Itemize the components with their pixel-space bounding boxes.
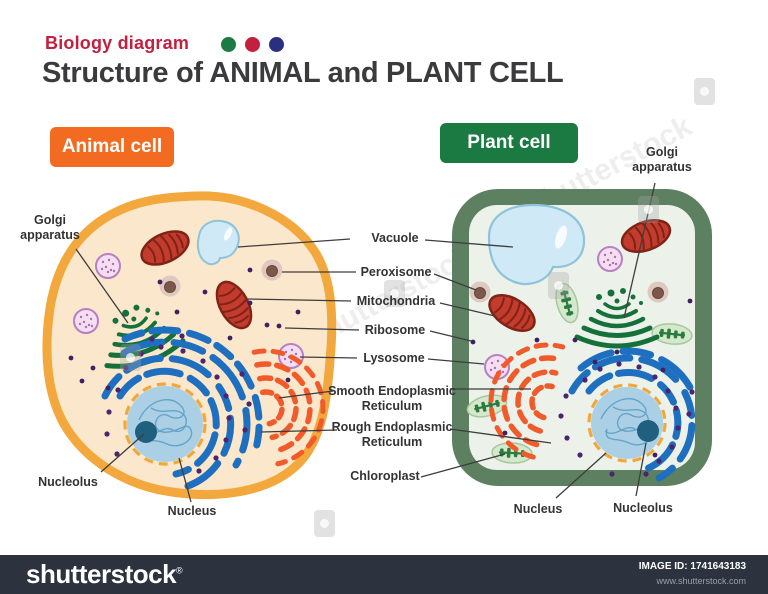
plant-lysosome-graphic bbox=[597, 246, 623, 272]
animal-lysosome-graphic bbox=[73, 308, 99, 334]
animal-rough-er-graphic bbox=[101, 326, 263, 490]
plant-free-ribosome-dots bbox=[470, 298, 693, 458]
label-plant-nucleus: Nucleus bbox=[513, 502, 563, 516]
animal-peroxisome-graphic bbox=[159, 275, 181, 297]
plant-peroxisome-graphic bbox=[469, 281, 491, 303]
plant-rough-er-graphic bbox=[568, 347, 699, 482]
label-animal-nucleus: Nucleus bbox=[167, 504, 217, 518]
camera-watermark-icon bbox=[120, 344, 141, 371]
image-id-text: IMAGE ID: 1741643183 bbox=[638, 561, 746, 572]
animal-peroxisome-graphic bbox=[261, 259, 283, 281]
navy-dot-icon bbox=[269, 37, 284, 52]
camera-watermark-icon bbox=[638, 196, 659, 223]
camera-watermark-icon bbox=[694, 78, 715, 105]
plant-nucleolus-graphic bbox=[637, 420, 659, 442]
animal-lysosome-graphic bbox=[95, 253, 121, 279]
shutterstock-footer-bar: shutterstock® IMAGE ID: 1741643183 www.s… bbox=[0, 555, 768, 594]
leader-lines bbox=[75, 182, 656, 503]
red-dot-icon bbox=[245, 37, 260, 52]
plant-peroxisome-graphic bbox=[647, 281, 669, 303]
label-lysosome: Lysosome bbox=[363, 351, 425, 365]
animal-cell-graphic bbox=[42, 191, 334, 500]
page-title: Structure of ANIMAL and PLANT CELL bbox=[42, 57, 564, 89]
green-dot-icon bbox=[221, 37, 236, 52]
label-animal-nucleolus: Nucleolus bbox=[38, 475, 98, 489]
camera-watermark-icon bbox=[548, 272, 569, 299]
plant-cell-badge: Plant cell bbox=[440, 123, 578, 163]
plant-vacuole-graphic bbox=[487, 203, 586, 285]
camera-watermark-icon bbox=[384, 280, 405, 307]
plant-er-ribosome-dots bbox=[558, 361, 695, 477]
plant-cell-graphic bbox=[452, 189, 712, 486]
animal-cell-badge: Animal cell bbox=[50, 127, 174, 167]
plant-nucleus-graphic bbox=[587, 383, 667, 463]
animal-vacuole-graphic bbox=[196, 219, 240, 266]
label-ribosome: Ribosome bbox=[364, 323, 426, 337]
label-plant-nucleolus: Nucleolus bbox=[613, 501, 673, 515]
label-peroxisome: Peroxisome bbox=[360, 265, 432, 279]
camera-watermark-icon bbox=[314, 510, 335, 537]
website-text: www.shutterstock.com bbox=[656, 576, 746, 586]
label-chloroplast: Chloroplast bbox=[350, 469, 420, 483]
animal-free-ribosome-dots bbox=[68, 267, 301, 391]
label-vacuole: Vacuole bbox=[371, 231, 419, 245]
shutterstock-logo: shutterstock® bbox=[26, 559, 183, 589]
kicker-text: Biology diagram bbox=[45, 33, 190, 53]
animal-er-ribosome-dots bbox=[104, 333, 252, 474]
label-mitochondria: Mitochondria bbox=[356, 294, 436, 308]
